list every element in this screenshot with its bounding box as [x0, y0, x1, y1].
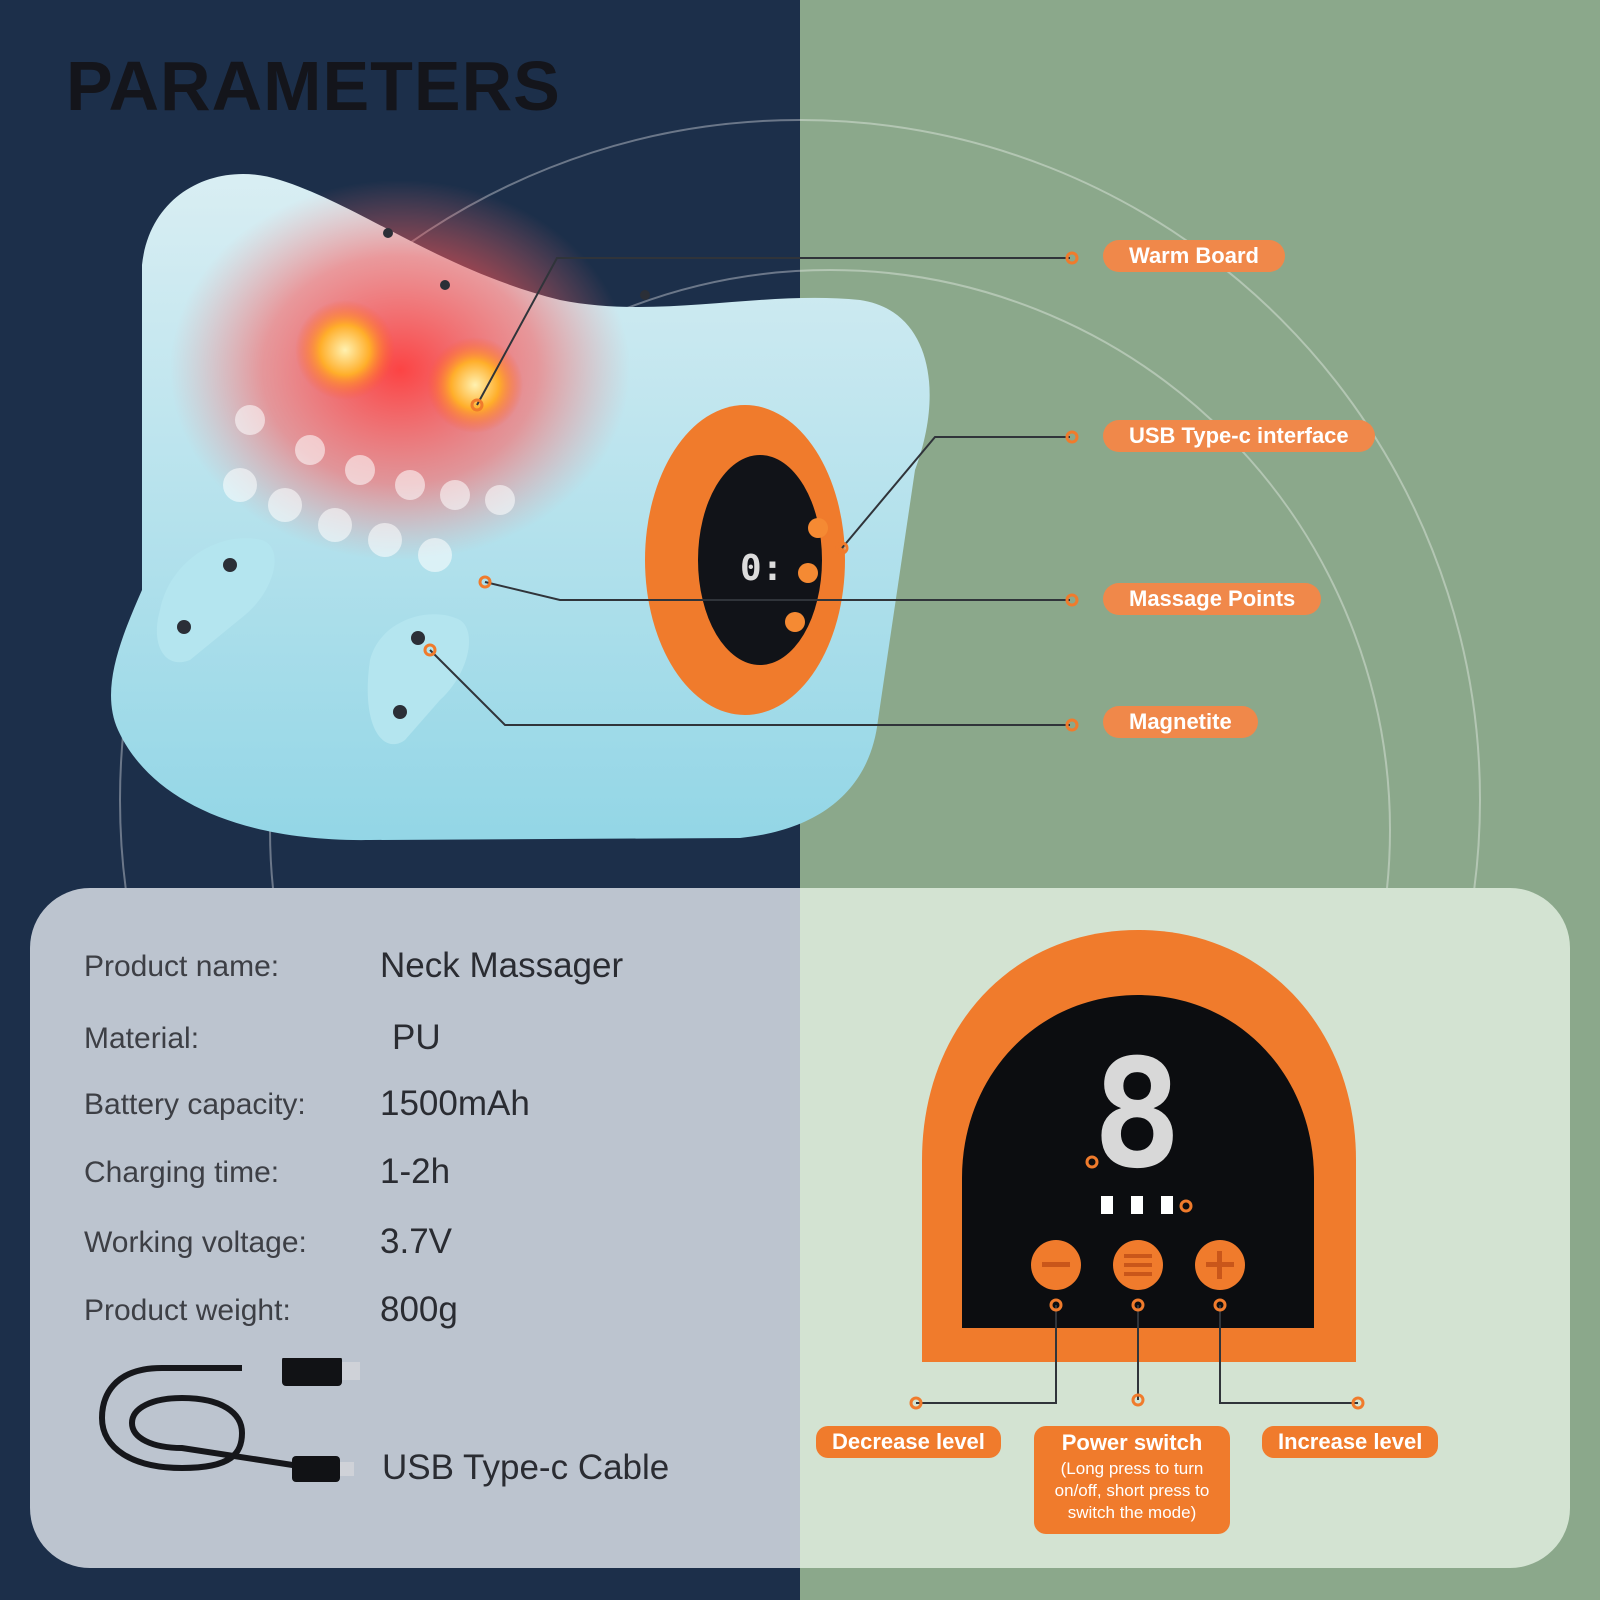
spec-value: PU — [392, 1018, 441, 1057]
spec-value: Neck Massager — [380, 946, 624, 985]
callout-markers — [423, 251, 1079, 732]
callout-warm-board: Warm Board — [1103, 240, 1285, 272]
spec-value: 1-2h — [380, 1152, 451, 1191]
cable-label: USB Type-c Cable — [382, 1448, 670, 1487]
display-digit: 8 — [1092, 1028, 1183, 1202]
spec-label: Product name: — [84, 950, 280, 983]
neck-massager: 0: — [111, 173, 930, 841]
spec-label: Battery capacity: — [84, 1088, 306, 1121]
label-decrease-level: Decrease level — [816, 1426, 1001, 1458]
spec-value: 1500mAh — [380, 1084, 530, 1123]
magnetite-pads — [156, 228, 650, 745]
spec-label: Material: — [84, 1022, 200, 1055]
page-title: PARAMETERS — [66, 47, 561, 125]
spec-label: Working voltage: — [84, 1226, 307, 1259]
power-switch-title: Power switch — [1061, 1430, 1203, 1455]
side-controller: 0: — [645, 405, 845, 715]
callout-leaders — [429, 257, 1070, 726]
usb-cable-icon — [98, 1358, 360, 1482]
callout-magnetite: Magnetite — [1103, 706, 1258, 738]
label-increase-level: Increase level — [1262, 1426, 1439, 1458]
spec-row-product-name: Product name: Neck Massager — [84, 946, 764, 990]
spec-label: Charging time: — [84, 1156, 280, 1189]
svg-text:0:: 0: — [740, 548, 783, 589]
spec-value: 3.7V — [380, 1222, 452, 1261]
spec-row-battery-capacity: Battery capacity: 1500mAh — [84, 1084, 764, 1128]
spec-label: Product weight: — [84, 1294, 291, 1327]
callout-massage-points: Massage Points — [1103, 583, 1322, 615]
massage-nodes — [223, 405, 515, 572]
spec-row-material: Material: PU — [84, 1018, 764, 1062]
callout-usb-type-c-interface: USB Type-c interface — [1103, 420, 1375, 452]
spec-row-working-voltage: Working voltage: 3.7V — [84, 1222, 764, 1266]
spec-value: 800g — [380, 1290, 458, 1329]
power-switch-description: (Long press to turn on/off, short press … — [1054, 1459, 1210, 1522]
specs-panel — [30, 888, 800, 1568]
label-power-switch: Power switch (Long press to turn on/off,… — [1034, 1426, 1230, 1534]
spec-row-product-weight: Product weight: 800g — [84, 1290, 764, 1334]
spec-row-charging-time: Charging time: 1-2h — [84, 1152, 764, 1196]
